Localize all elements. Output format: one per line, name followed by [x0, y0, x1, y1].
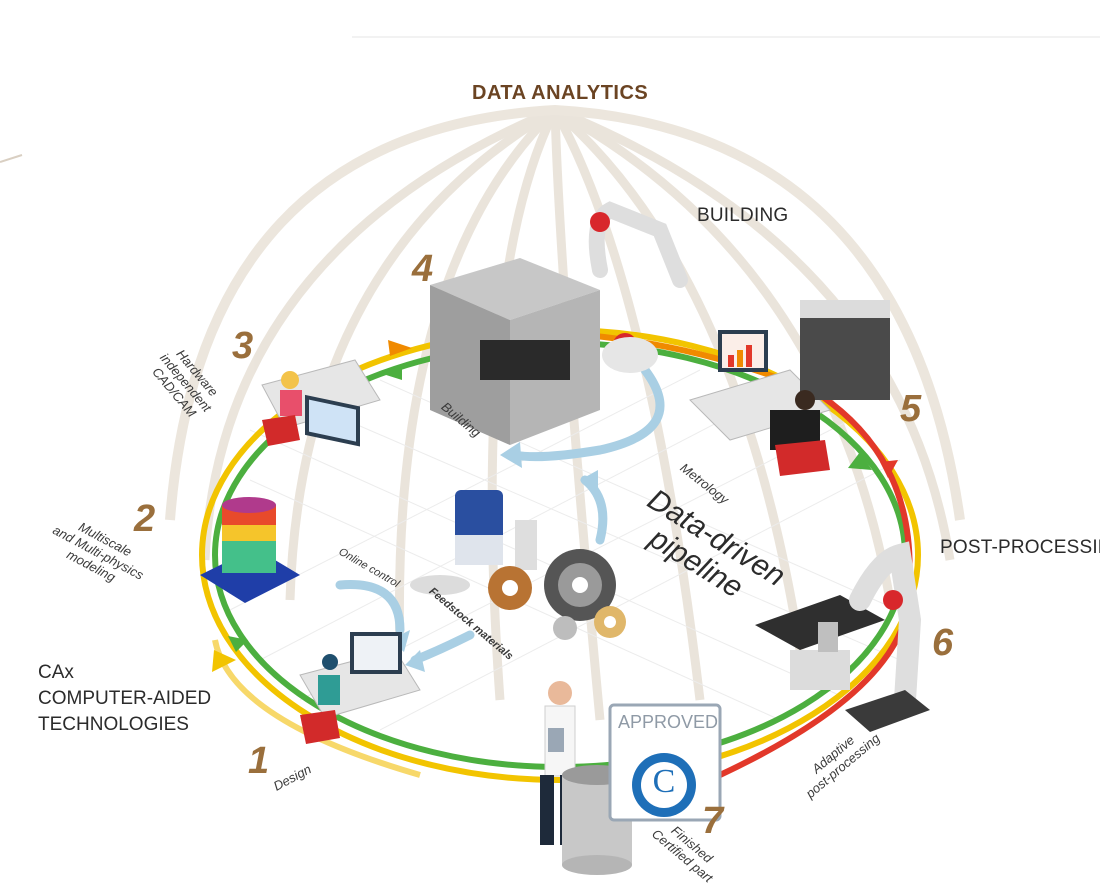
step-number-5: 5 — [900, 388, 922, 430]
cax-heading-line3: TECHNOLOGIES — [38, 714, 189, 735]
approved-badge-text: APPROVED — [618, 712, 719, 732]
certified-c-icon: C — [652, 763, 676, 800]
approved-badge — [608, 703, 722, 822]
workstation-3 — [261, 359, 381, 447]
cax-heading-line2: COMPUTER-AIDED — [38, 688, 212, 709]
ring-arrows — [212, 340, 898, 672]
metrology-station — [689, 300, 890, 476]
workstation-1 — [299, 632, 421, 744]
step-number-2: 2 — [134, 498, 156, 540]
flow-arrowheads — [390, 442, 598, 672]
step-number-1: 1 — [248, 740, 270, 782]
post-processing-station — [755, 541, 930, 732]
left-edge-stroke — [0, 154, 23, 163]
feedstock-materials — [410, 490, 626, 640]
step-number-4: 4 — [412, 248, 434, 290]
cax-heading: CAx COMPUTER-AIDED TECHNOLOGIES — [38, 660, 211, 738]
building-machine — [430, 201, 688, 445]
simulation-model — [200, 497, 300, 603]
data-analytics-title: DATA ANALYTICS — [472, 82, 649, 104]
building-heading: BUILDING — [697, 205, 789, 226]
step-number-7: 7 — [702, 800, 724, 842]
step-number-3: 3 — [232, 325, 254, 367]
step-number-6: 6 — [932, 622, 954, 664]
cax-heading-line1: CAx — [38, 662, 74, 683]
dome-outer-arc — [165, 104, 965, 521]
post-processing-heading: POST-PROCESSING — [940, 537, 1100, 558]
